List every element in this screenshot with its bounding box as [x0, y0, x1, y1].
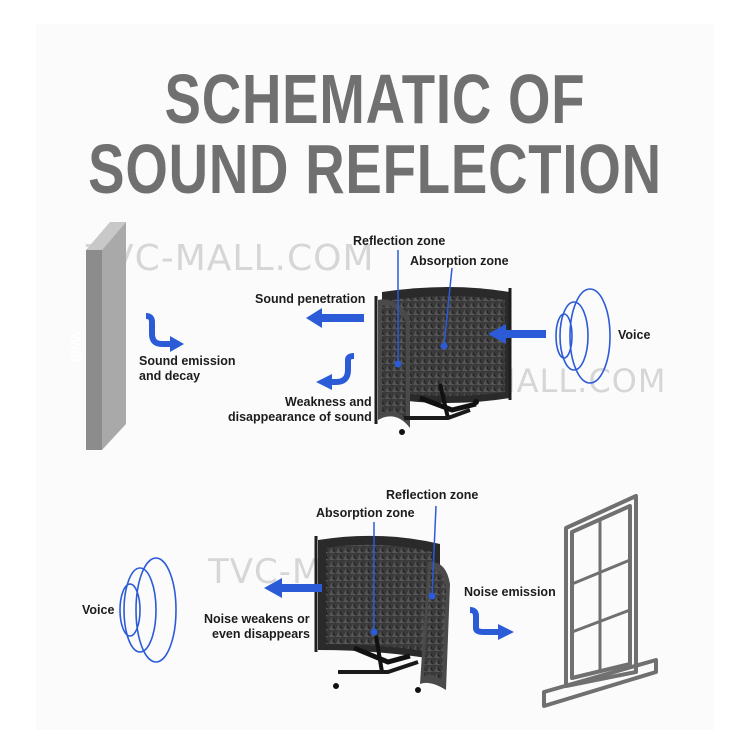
noise-weakens-arrow-icon: [264, 578, 322, 598]
voice-label-top: Voice: [618, 328, 651, 342]
reflection-zone-label-bottom: Reflection zone: [386, 488, 479, 502]
weakness-label-line1: Weakness and: [285, 395, 372, 409]
title-line-1: SCHEMATIC OF: [164, 60, 586, 138]
reflection-zone-label-top: Reflection zone: [353, 234, 446, 248]
zone-pointers-bottom: [370, 505, 437, 636]
wall-label: Wall: [67, 332, 84, 363]
incoming-voice-arrow-icon: [488, 324, 546, 344]
sound-penetration-label: Sound penetration: [255, 292, 366, 306]
window-icon: [542, 494, 658, 708]
isolation-shield-top: [374, 287, 512, 435]
sound-emission-label-line2: and decay: [139, 369, 201, 383]
voice-waves-top-icon: [555, 288, 611, 384]
sound-emission-label-line1: Sound emission: [139, 354, 236, 368]
noise-emission-label: Noise emission: [464, 585, 556, 599]
sound-penetration-arrow-icon: [306, 308, 364, 328]
voice-waves-bottom-icon: [119, 557, 177, 663]
zone-pointers-top: [394, 250, 453, 368]
weakness-label-line2: disappearance of sound: [228, 410, 372, 424]
noise-weakens-label-line2: even disappears: [212, 627, 310, 641]
sound-emission-arrow-icon: [145, 313, 184, 352]
weakness-arrow-icon: [316, 353, 355, 390]
wall-block: [86, 222, 126, 450]
voice-label-bottom: Voice: [82, 603, 115, 617]
title-line-2: SOUND REFLECTION: [88, 130, 662, 208]
noise-emission-arrow-icon: [469, 607, 514, 640]
watermark-top: TVC-MALL.COM: [86, 238, 375, 279]
noise-weakens-label-line1: Noise weakens or: [204, 612, 310, 626]
absorption-zone-label-bottom: Absorption zone: [316, 506, 415, 520]
watermark-mid: MALL.COM: [488, 362, 667, 400]
isolation-shield-bottom: [314, 535, 450, 693]
absorption-zone-label-top: Absorption zone: [410, 254, 509, 268]
